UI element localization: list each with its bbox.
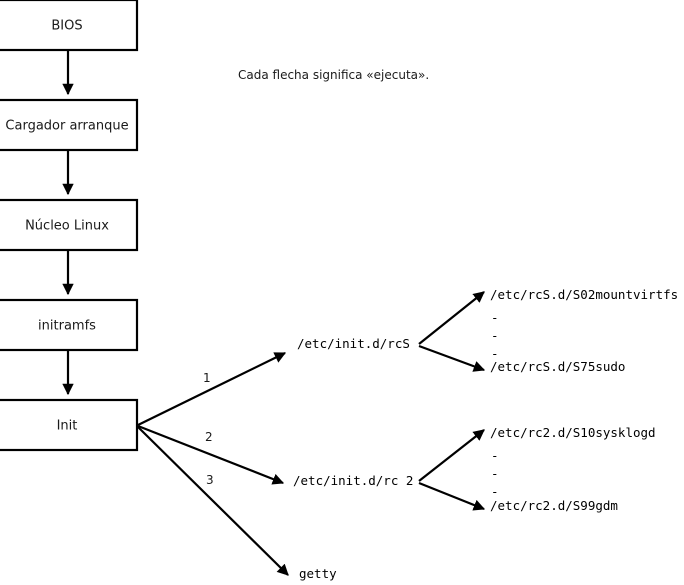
label-rc2-d-S10sysklogd: /etc/rc2.d/S10sysklogd — [490, 425, 656, 440]
box-bios-label: BIOS — [51, 19, 82, 34]
arrow-init-to-rc2 — [137, 424, 285, 485]
label-init-d-rc2: /etc/init.d/rc 2 — [293, 473, 413, 488]
label-rcS-d-S75sudo: /etc/rcS.d/S75sudo — [490, 359, 625, 374]
box-initramfs: initramfs — [0, 298, 139, 352]
label-rc2-d-S99gdm: /etc/rc2.d/S99gdm — [490, 498, 618, 513]
box-bootloader-label: Cargador arranque — [5, 119, 128, 134]
arrow-rc2-to-last — [418, 481, 486, 511]
box-init: Init — [0, 398, 139, 452]
arrow-rc2-to-first — [418, 429, 485, 482]
branch-number-1: 1 — [203, 371, 211, 385]
branch-number-3: 3 — [206, 473, 214, 487]
box-initramfs-label: initramfs — [38, 319, 96, 334]
label-init-d-rcS: /etc/init.d/rcS — [297, 336, 410, 351]
box-kernel-label: Núcleo Linux — [25, 219, 109, 234]
rc2-ellipsis-dot-3: - — [491, 484, 499, 499]
box-kernel-rect — [0, 198, 139, 252]
box-initramfs-rect — [0, 298, 139, 352]
box-init-rect — [0, 398, 139, 452]
label-getty: getty — [299, 566, 337, 581]
rcS-ellipsis-dot-3: - — [491, 346, 499, 361]
label-rcS-d-S02mountvirtfs: /etc/rcS.d/S02mountvirtfs — [490, 287, 678, 302]
box-bios-rect — [0, 0, 139, 52]
rcS-ellipsis-dot-2: - — [491, 328, 499, 343]
arrow-rcS-to-last — [418, 344, 486, 372]
legend-note: Cada flecha significa «ejecuta». — [238, 68, 429, 82]
rcS-ellipsis-dot-1: - — [491, 310, 499, 325]
box-init-label: Init — [57, 419, 78, 434]
arrow-rcS-to-first — [418, 291, 485, 345]
rc2-ellipsis-dot-2: - — [491, 466, 499, 481]
rc2-ellipsis-dot-1: - — [491, 448, 499, 463]
box-bootloader: Cargador arranque — [0, 98, 139, 152]
box-kernel: Núcleo Linux — [0, 198, 139, 252]
arrow-init-to-getty — [137, 426, 289, 576]
branch-number-2: 2 — [205, 430, 213, 444]
box-bios: BIOS — [0, 0, 139, 52]
arrow-init-to-rcS — [137, 352, 287, 426]
box-bootloader-rect — [0, 98, 139, 152]
